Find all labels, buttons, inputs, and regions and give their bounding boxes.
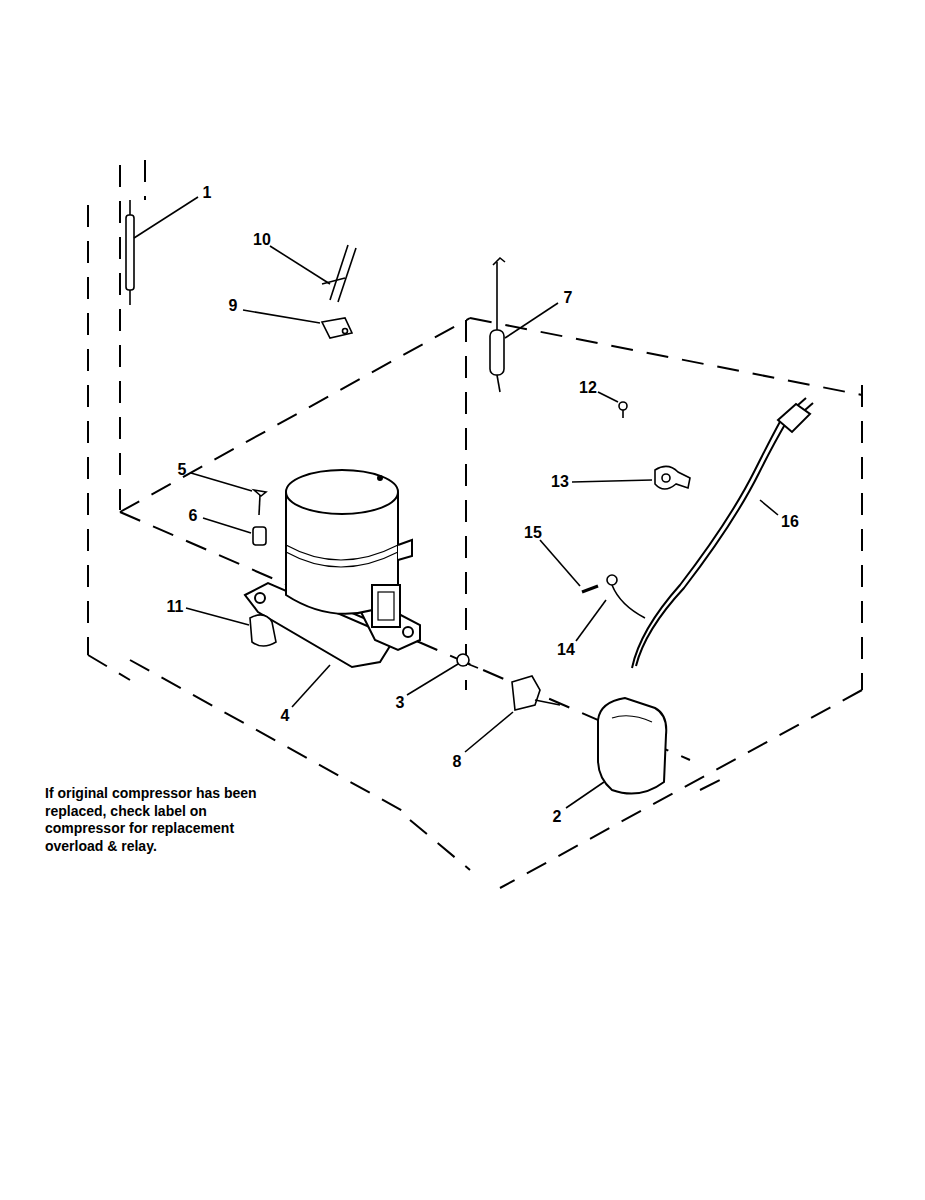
power-cord bbox=[632, 398, 813, 668]
callout-number: 9 bbox=[229, 298, 238, 314]
ground-wire bbox=[582, 575, 645, 618]
callout-number: 12 bbox=[579, 380, 597, 396]
callout-number: 2 bbox=[553, 809, 562, 825]
callout-number: 10 bbox=[253, 232, 271, 248]
compressor bbox=[245, 470, 420, 667]
mount-parts bbox=[250, 490, 276, 646]
callout-number: 11 bbox=[167, 599, 184, 615]
cabinet-outline bbox=[88, 160, 862, 888]
callout-number: 16 bbox=[781, 514, 799, 530]
wire-part bbox=[322, 245, 356, 302]
callout-number: 15 bbox=[524, 525, 542, 541]
callout-number: 1 bbox=[203, 185, 212, 201]
callout-number: 5 bbox=[178, 462, 187, 478]
clamp-parts bbox=[619, 402, 690, 489]
callout-number: 14 bbox=[557, 642, 575, 658]
callout-number: 8 bbox=[453, 754, 462, 770]
drier-part bbox=[490, 258, 505, 392]
callout-number: 13 bbox=[551, 474, 569, 490]
capillary-part bbox=[126, 200, 134, 305]
callout-number: 6 bbox=[189, 508, 198, 524]
callout-number: 3 bbox=[396, 695, 405, 711]
grommet-part bbox=[457, 654, 478, 668]
terminal-block bbox=[322, 318, 352, 338]
overload-cover bbox=[598, 698, 666, 794]
callout-number: 7 bbox=[564, 290, 573, 306]
callout-number: 4 bbox=[281, 708, 290, 724]
leader-lines bbox=[134, 197, 778, 808]
relay-part bbox=[512, 676, 560, 710]
note-text: If original compressor has been replaced… bbox=[45, 785, 275, 855]
